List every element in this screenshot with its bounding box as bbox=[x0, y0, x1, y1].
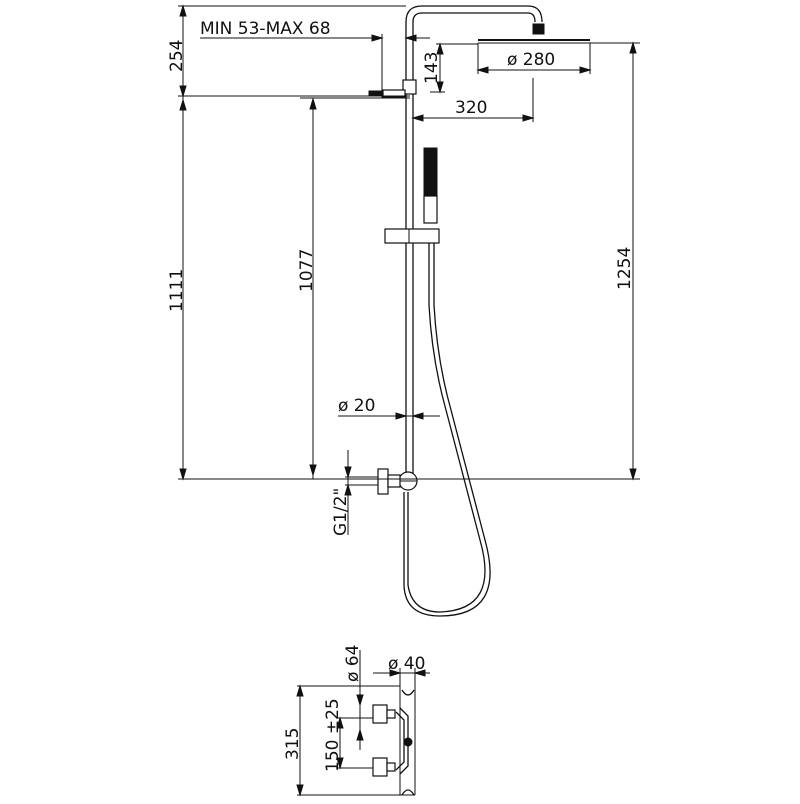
dim-mixer-body-diameter: ø 64 bbox=[343, 645, 363, 682]
dim-mixer-height: 315 bbox=[283, 728, 303, 760]
dim-head-diameter: ø 280 bbox=[507, 50, 555, 70]
dim-total-height: 1254 bbox=[615, 247, 635, 290]
dim-head-drop: 143 bbox=[422, 52, 442, 84]
dim-arm-offset: MIN 53-MAX 68 bbox=[200, 19, 331, 39]
dim-outlet-height: 1111 bbox=[167, 269, 187, 312]
dim-inlet-spacing: 150 ±25 bbox=[323, 698, 343, 772]
dim-mixer-connector-diameter: ø 40 bbox=[388, 654, 425, 674]
dim-arm-reach: 320 bbox=[455, 98, 487, 118]
mixer-detail: 315 ø 64 ø 40 150 ±25 bbox=[283, 645, 430, 797]
dim-inlet-thread: G1/2" bbox=[331, 488, 351, 536]
inlet-connection bbox=[345, 468, 418, 495]
dim-bar-diameter: ø 20 bbox=[338, 396, 375, 416]
dim-top-height: 254 bbox=[167, 40, 187, 72]
shower-column bbox=[368, 5, 590, 480]
dim-bar-length: 1077 bbox=[297, 249, 317, 292]
hand-shower bbox=[384, 147, 491, 617]
